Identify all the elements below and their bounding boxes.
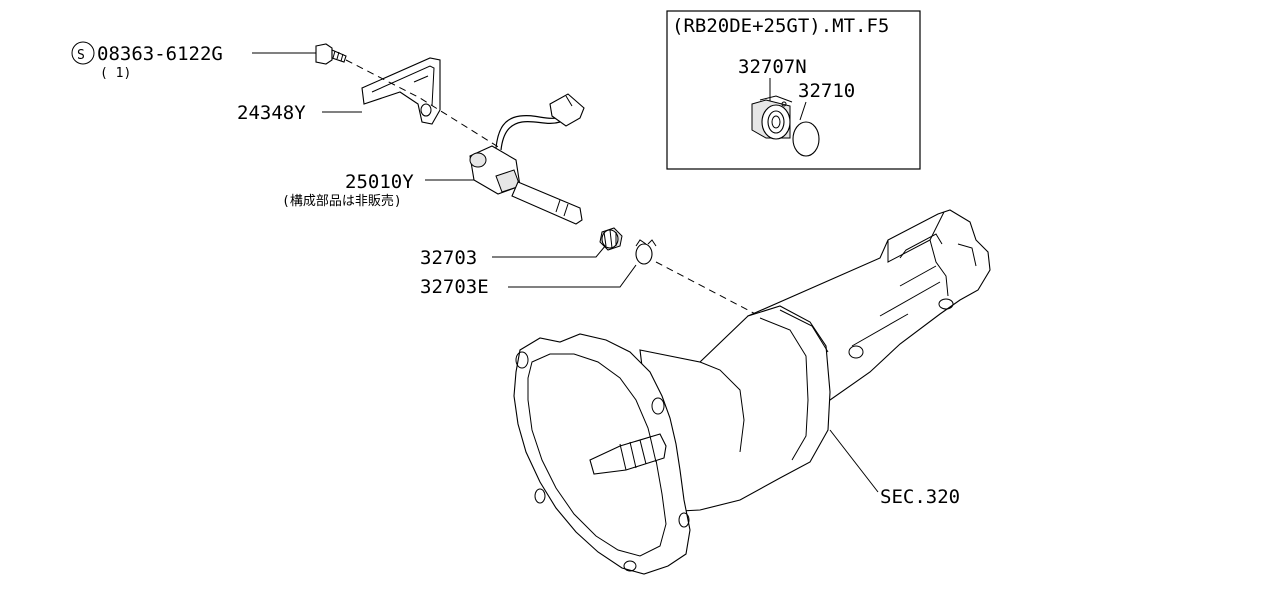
bracket-callout: 24348Y xyxy=(237,57,441,125)
part-code-32703[interactable]: 32703 xyxy=(420,247,477,269)
service-symbol-icon xyxy=(71,41,95,65)
alignment-line-bolt xyxy=(345,59,501,149)
not-sold-note: (構成部品は非販売) xyxy=(282,193,402,209)
part-code-24348Y[interactable]: 24348Y xyxy=(237,102,306,124)
clip-callout: 32703E xyxy=(420,239,657,298)
variant-inset: (RB20DE+25GT).MT.F5 32707N 32710 xyxy=(666,10,921,170)
bracket-icon xyxy=(361,57,441,125)
part-code-32707N[interactable]: 32707N xyxy=(738,56,807,78)
leader-clip xyxy=(508,264,637,288)
leader-transmission xyxy=(829,429,879,493)
part-code-32710[interactable]: 32710 xyxy=(798,80,855,102)
section-ref-sec320[interactable]: SEC.320 xyxy=(880,486,960,508)
gear-callout: 32703 xyxy=(420,227,623,269)
part-code-25010Y[interactable]: 25010Y xyxy=(345,171,414,193)
clip-icon xyxy=(635,239,657,265)
leader-32710 xyxy=(799,101,807,121)
transmission-housing-icon xyxy=(513,209,991,575)
service-symbol: S xyxy=(77,48,85,63)
bolt-quantity: ( 1) xyxy=(100,66,131,81)
transmission-callout: SEC.320 xyxy=(829,429,960,508)
o-ring-icon xyxy=(792,121,820,157)
variant-frame xyxy=(666,10,921,170)
gear-icon xyxy=(599,227,623,251)
part-code-32703E[interactable]: 32703E xyxy=(420,276,489,298)
variant-title: (RB20DE+25GT).MT.F5 xyxy=(672,15,889,37)
bolt-callout: S 08363-6122G ( 1) xyxy=(71,41,347,81)
speed-sensor-callout: 25010Y (構成部品は非販売) xyxy=(282,93,585,225)
sleeve-part-icon xyxy=(751,95,793,140)
leader-gear xyxy=(492,244,607,258)
part-code-08363-6122G[interactable]: 08363-6122G xyxy=(97,43,223,65)
bolt-icon xyxy=(315,43,347,65)
speed-sensor-icon xyxy=(469,93,585,225)
